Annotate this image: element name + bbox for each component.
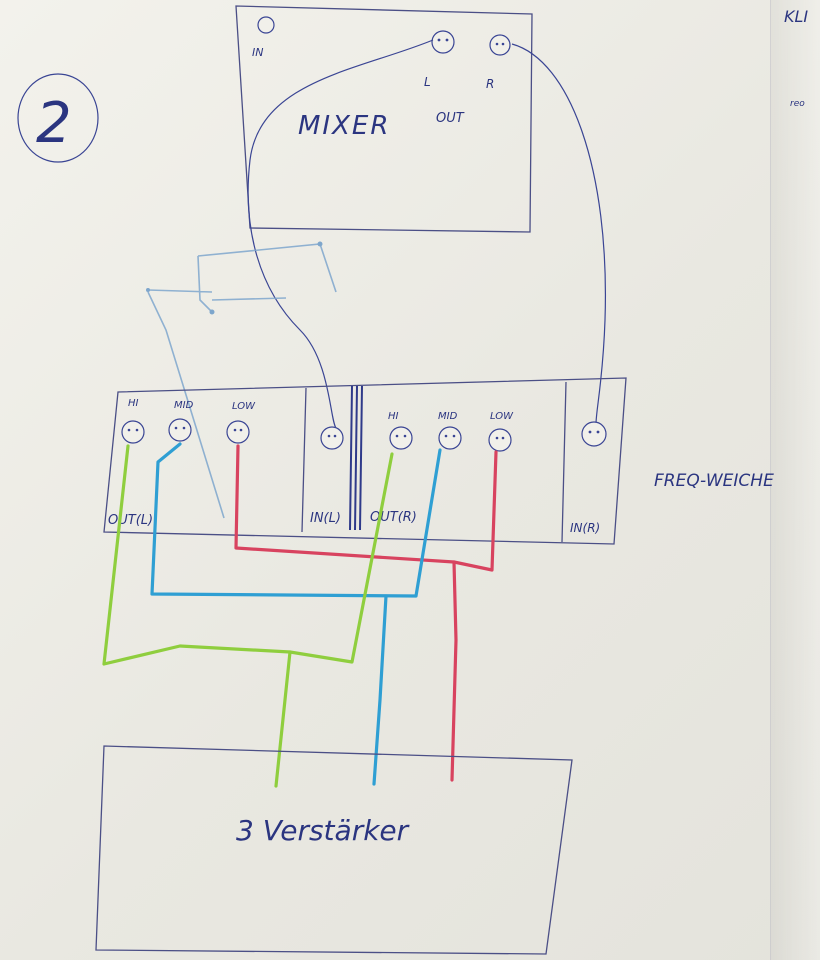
- low-wires: [234, 444, 498, 782]
- crossover-section-dividers: [301, 381, 567, 543]
- left-low-label: LOW: [232, 401, 256, 412]
- left-low-jack: [226, 420, 250, 444]
- underlying-sheet-edge: [770, 0, 820, 960]
- right-low-jack: [488, 428, 512, 452]
- cable-mixer-r-to-in-r: [511, 43, 607, 425]
- right-out-label: OUT(R): [370, 510, 417, 525]
- left-mid-label: MID: [174, 400, 194, 411]
- right-hi-jack: [389, 426, 413, 450]
- page-number-circle: [17, 73, 99, 163]
- mixer-in-label: IN: [252, 46, 263, 59]
- mixer-title: MIXER: [298, 111, 390, 141]
- left-hi-jack: [121, 420, 145, 444]
- corner-text-top: KLI: [784, 7, 808, 26]
- right-in-label: IN(R): [570, 521, 600, 535]
- page-number: 2: [36, 91, 72, 156]
- faded-sketch: [146, 241, 337, 519]
- mixer-out-r-jack: [489, 34, 511, 56]
- amplifier-box: [95, 745, 573, 955]
- hi-wires: [102, 444, 394, 788]
- crossover-center-divider: [349, 385, 363, 531]
- mixer-box: [235, 5, 533, 233]
- mixer-r-label: R: [486, 77, 494, 91]
- right-mid-label: MID: [438, 411, 458, 422]
- cable-mixer-l-to-in-l: [247, 39, 434, 429]
- mixer-out-l-jack: [431, 30, 455, 54]
- right-in-jack: [581, 421, 607, 447]
- left-in-jack: [320, 426, 344, 450]
- corner-text-mid: reo: [790, 99, 805, 109]
- left-hi-label: HI: [128, 398, 139, 409]
- right-low-label: LOW: [490, 411, 514, 422]
- mixer-in-jack: [257, 16, 275, 34]
- crossover-title: FREQ-WEICHE: [654, 471, 774, 491]
- mid-wires: [150, 442, 442, 786]
- mixer-l-label: L: [424, 75, 431, 89]
- crossover-box: [103, 377, 627, 545]
- right-mid-jack: [438, 426, 462, 450]
- left-in-label: IN(L): [310, 511, 341, 526]
- mixer-out-label: OUT: [436, 111, 465, 126]
- left-mid-jack: [168, 418, 192, 442]
- amplifier-title: 3 Verstärker: [236, 814, 410, 847]
- right-hi-label: HI: [388, 411, 399, 422]
- left-out-label: OUT(L): [108, 513, 153, 528]
